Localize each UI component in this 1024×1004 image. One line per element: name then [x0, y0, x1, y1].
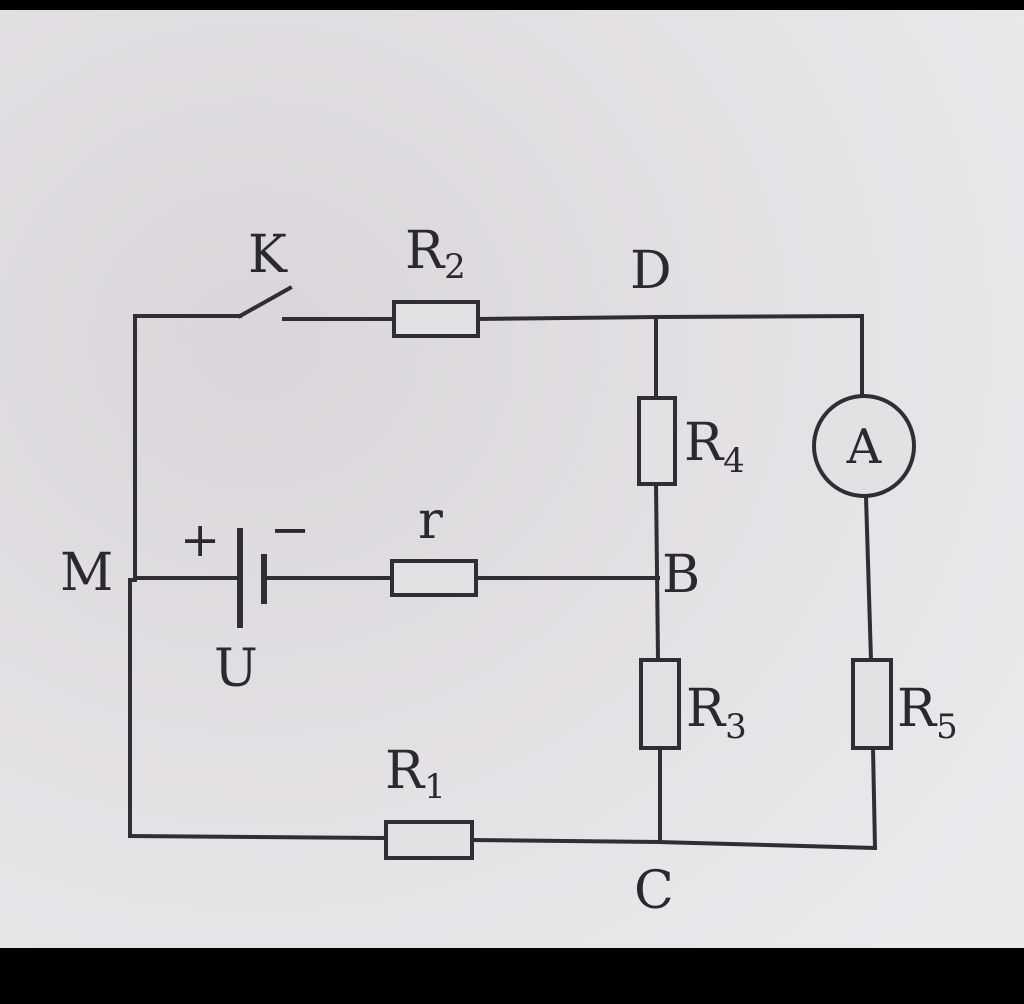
- label-r5-name: R: [897, 679, 938, 739]
- label-r3-name: R: [686, 679, 727, 739]
- switch-label: K: [248, 225, 288, 285]
- resistor-r2: [392, 300, 480, 338]
- wire-d-right: [653, 313, 865, 320]
- wires: [127, 285, 878, 851]
- label-r3-sub: 3: [725, 707, 747, 747]
- label-r5-sub: 5: [936, 707, 958, 747]
- label-r1-name: R: [385, 741, 426, 801]
- label-r5: R5: [897, 679, 958, 747]
- resistor-r5: [851, 658, 893, 750]
- node-b-label: B: [662, 545, 700, 605]
- wire-r2-d: [475, 314, 659, 322]
- wire-ammeter-r5: [863, 494, 874, 663]
- battery-plus-sign: +: [180, 512, 220, 568]
- label-r2-name: R: [405, 221, 446, 281]
- node-m-label: M: [60, 543, 113, 603]
- label-r3: R3: [686, 679, 747, 747]
- top-black-band: [0, 0, 1024, 10]
- resistor-r4: [637, 396, 677, 486]
- label-r2: R2: [405, 221, 466, 287]
- battery-minus-sign: −: [270, 502, 310, 558]
- wire-c-r1: [469, 837, 663, 845]
- label-internal-r: r: [418, 491, 443, 551]
- label-r4-name: R: [684, 413, 725, 473]
- wire-bottom-right: [657, 839, 878, 851]
- node-d-label: D: [630, 241, 672, 301]
- resistor-r1: [384, 820, 474, 860]
- ammeter: [812, 394, 916, 498]
- label-r1: R1: [385, 741, 446, 807]
- label-r4: R4: [684, 413, 745, 481]
- resistor-r3: [639, 658, 681, 750]
- label-r1-sub: 1: [424, 767, 446, 807]
- battery: [237, 528, 267, 628]
- label-r4-sub: 4: [723, 441, 745, 481]
- ammeter-label: A: [846, 419, 883, 475]
- wire-r5-bottom: [870, 745, 878, 851]
- switch-blade: [237, 285, 293, 319]
- bottom-black-band: [0, 948, 1024, 999]
- source-label: U: [214, 639, 258, 699]
- wire-left-vertical: [128, 314, 137, 838]
- node-c-label: C: [634, 861, 674, 921]
- label-r2-sub: 2: [444, 247, 466, 287]
- resistor-r: [390, 559, 478, 597]
- wire-r4-b-r3: [653, 481, 661, 663]
- wire-r1-left: [127, 833, 389, 841]
